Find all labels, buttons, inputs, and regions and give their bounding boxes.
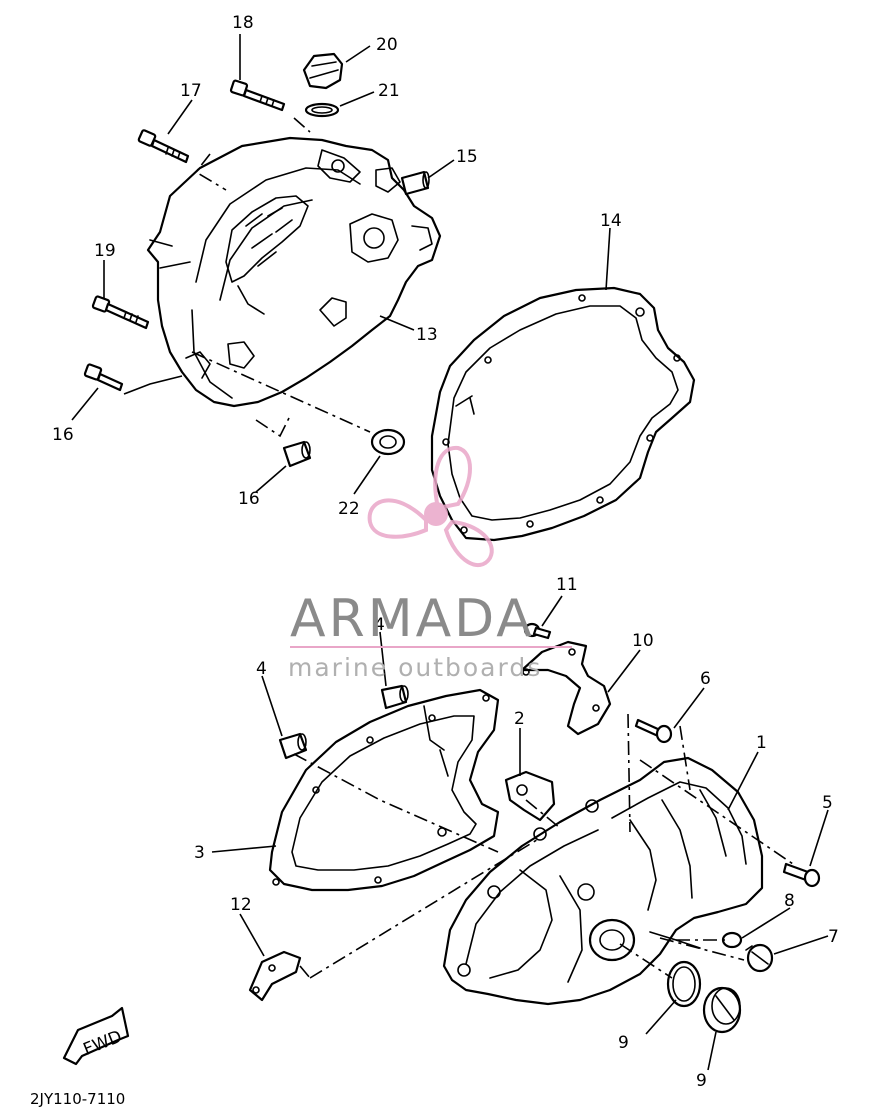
watermark-tagline: marine outboards	[288, 653, 542, 682]
bracket-13	[248, 950, 302, 1002]
dowel-pin-16-lower	[282, 440, 312, 468]
dowel-pin-16-upper	[400, 170, 430, 196]
o-ring-21	[304, 102, 340, 118]
callout-22: 22	[338, 499, 360, 519]
bolt-19-top	[229, 79, 286, 112]
callout-10: 9	[618, 1033, 629, 1053]
o-ring-10	[666, 960, 702, 1008]
callout-20: 20	[376, 35, 398, 55]
callout-17: 16	[52, 425, 74, 445]
callout-14: 13	[416, 325, 438, 345]
callout-6: 6	[700, 669, 711, 689]
bolt-18	[137, 129, 190, 164]
callout-1: 1	[756, 733, 767, 753]
oil-filler-plug-20	[302, 52, 344, 90]
callout-2: 2	[514, 709, 525, 729]
callout-12: 11	[556, 575, 578, 595]
callout-19-left: 19	[94, 241, 116, 261]
bolt-5	[782, 862, 821, 888]
callout-13: 12	[230, 895, 252, 915]
cap-9	[702, 986, 742, 1034]
bolt-19-left	[91, 295, 150, 330]
propeller-icon	[367, 445, 494, 567]
fwd-arrow-icon: FWD	[62, 1006, 130, 1066]
gasket-15	[430, 286, 696, 542]
o-ring-8	[721, 931, 743, 949]
callout-3: 3	[194, 843, 205, 863]
callout-9: 9	[696, 1071, 707, 1091]
callout-19-top: 18	[232, 13, 254, 33]
crankcase-cover-14	[146, 136, 442, 408]
bracket-11	[520, 640, 612, 736]
bolt-17	[83, 363, 124, 392]
callout-18: 17	[180, 81, 202, 101]
plug-7	[745, 943, 774, 973]
callout-5: 5	[822, 793, 833, 813]
callout-4-right: 4	[374, 615, 385, 635]
crankcase-cover-1	[442, 756, 764, 1006]
dowel-pin-4-right	[380, 684, 409, 710]
callout-8: 8	[784, 891, 795, 911]
callout-11: 10	[632, 631, 654, 651]
callout-7: 7	[828, 927, 839, 947]
gasket-3	[268, 688, 500, 892]
screw-12	[523, 622, 552, 640]
dowel-pin-4-left	[278, 732, 308, 760]
callout-4-left: 4	[256, 659, 267, 679]
bolt-6	[634, 718, 673, 744]
callout-15: 14	[600, 211, 622, 231]
guide-2	[504, 770, 556, 822]
oil-seal-22	[370, 428, 406, 456]
callout-16-upper: 15	[456, 147, 478, 167]
watermark: ARMADA marine outboards	[288, 445, 572, 682]
diagram-code: 2JY110-7110	[30, 1090, 125, 1108]
watermark-brand: ARMADA	[290, 589, 535, 649]
callout-16-lower: 16	[238, 489, 260, 509]
callout-21: 21	[378, 81, 400, 101]
